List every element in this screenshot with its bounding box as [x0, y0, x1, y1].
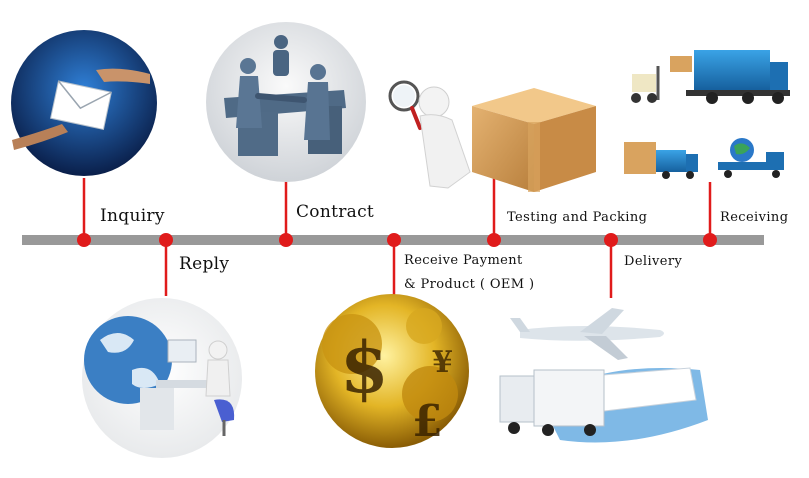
email-handoff-icon [11, 30, 157, 176]
step-label-contract: Contract [296, 202, 375, 222]
node-reply [159, 233, 173, 247]
node-testing [487, 233, 501, 247]
svg-text:$: $ [340, 326, 389, 409]
currency-gears-icon: $ £ ¥ [315, 294, 469, 448]
step-label-payment-line1: Receive Payment [404, 253, 523, 268]
node-contract [279, 233, 293, 247]
svg-text:¥: ¥ [432, 345, 453, 380]
step-label-reply: Reply [179, 254, 230, 274]
plane-truck-ship-icon [499, 308, 708, 443]
node-payment [387, 233, 401, 247]
step-label-inquiry: Inquiry [100, 206, 165, 226]
timeline-nodes [77, 233, 717, 247]
node-inquiry [77, 233, 91, 247]
handshake-meeting-icon [206, 22, 366, 182]
step-label-testing-packing: Testing and Packing [507, 210, 648, 225]
trucks-forklift-icon [624, 50, 790, 179]
step-label-receiving: Receiving [720, 210, 789, 225]
magnifier-box-icon [388, 80, 596, 192]
step-label-payment-line2: & Product ( OEM ) [404, 277, 535, 292]
node-delivery [604, 233, 618, 247]
computer-workstation-icon [82, 298, 242, 458]
step-label-delivery: Delivery [624, 254, 683, 269]
svg-text:£: £ [412, 396, 443, 447]
node-receiving [703, 233, 717, 247]
